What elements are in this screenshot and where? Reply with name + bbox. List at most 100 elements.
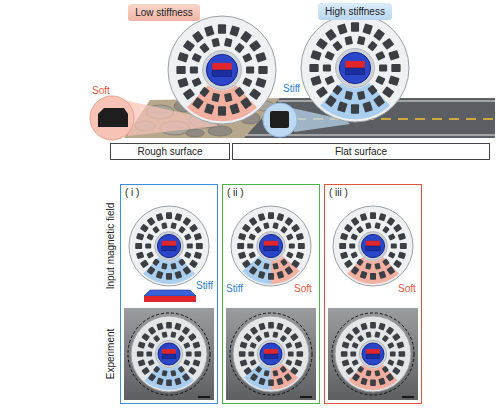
cell (340, 233, 348, 241)
cell (296, 233, 304, 241)
hub-rim (203, 51, 242, 90)
hub-rim (336, 49, 375, 88)
cell (243, 333, 252, 341)
wheel (301, 14, 409, 122)
cell (370, 322, 376, 329)
cell (162, 331, 168, 338)
stiffness-sector (242, 256, 271, 284)
magnet-blue (366, 354, 380, 359)
rock (208, 126, 232, 136)
cell (387, 359, 394, 366)
cell (290, 367, 299, 375)
cell (280, 226, 288, 234)
cell (367, 41, 378, 52)
cell (249, 88, 261, 100)
cell (337, 101, 348, 112)
cell (188, 333, 197, 341)
cell (166, 212, 172, 219)
cell (382, 38, 394, 50)
cell (280, 366, 287, 374)
cell (178, 226, 186, 234)
scale-bar (198, 396, 210, 398)
cell (378, 213, 386, 221)
cell (396, 359, 404, 366)
cell (238, 233, 246, 241)
cell (138, 341, 146, 348)
cell (350, 251, 358, 258)
cell (238, 251, 246, 259)
cell (370, 273, 376, 280)
cell (390, 352, 396, 357)
cell (356, 226, 364, 234)
cell (386, 373, 394, 382)
cell (263, 263, 269, 270)
magnet-red (366, 349, 380, 354)
magnet-blue (264, 246, 278, 251)
cell (204, 25, 215, 36)
cell (332, 85, 343, 96)
cell (392, 333, 401, 341)
cell (178, 335, 185, 343)
wheel (168, 16, 276, 124)
cell (247, 243, 253, 248)
cell (298, 243, 305, 249)
cell (351, 104, 359, 113)
cell (296, 251, 304, 259)
cell (147, 217, 156, 226)
cell (360, 213, 368, 221)
cell (286, 251, 294, 258)
stiff-block (270, 111, 289, 128)
cell (192, 359, 200, 366)
cell (258, 66, 267, 74)
cell (360, 377, 367, 385)
cell (294, 341, 302, 348)
cell (365, 263, 371, 270)
node-label: Flat surface (335, 146, 387, 158)
cell (234, 43, 245, 54)
cell (174, 213, 182, 221)
hub-rim (257, 340, 284, 367)
cell (237, 243, 244, 249)
hub-rim (359, 340, 386, 367)
cell (362, 23, 373, 34)
wheel-rim (231, 206, 311, 286)
cell (388, 233, 396, 240)
cell (146, 352, 152, 357)
cell (161, 222, 167, 229)
cell (148, 359, 155, 366)
cell (272, 331, 278, 338)
cell (310, 50, 321, 61)
cell (196, 243, 203, 249)
cell (148, 326, 156, 335)
soft-block (98, 108, 128, 127)
cell (177, 77, 188, 88)
cell (357, 335, 364, 343)
cell (190, 66, 198, 73)
cell (242, 53, 252, 63)
cell (344, 91, 353, 100)
cell (183, 40, 195, 52)
cell (382, 226, 390, 234)
cell (375, 75, 385, 85)
cell (153, 366, 160, 374)
cell (152, 226, 160, 234)
cell (351, 266, 360, 275)
stiffness-sector (348, 365, 397, 391)
cell (258, 271, 266, 279)
cell (255, 52, 266, 63)
cell (374, 222, 380, 229)
cell (386, 266, 395, 275)
cell (344, 259, 353, 268)
magnet-blue (162, 246, 176, 251)
cell (166, 322, 172, 329)
magnet-red (212, 63, 231, 70)
stiffness-label: Stiff (283, 83, 300, 95)
wheel-rim (301, 14, 409, 122)
cell (272, 370, 278, 377)
cell (386, 217, 395, 226)
stiffness-sector (347, 257, 399, 284)
cell (362, 101, 373, 112)
cell (325, 51, 335, 61)
magnet-slab-red (144, 296, 196, 302)
scale-bar (300, 396, 312, 398)
